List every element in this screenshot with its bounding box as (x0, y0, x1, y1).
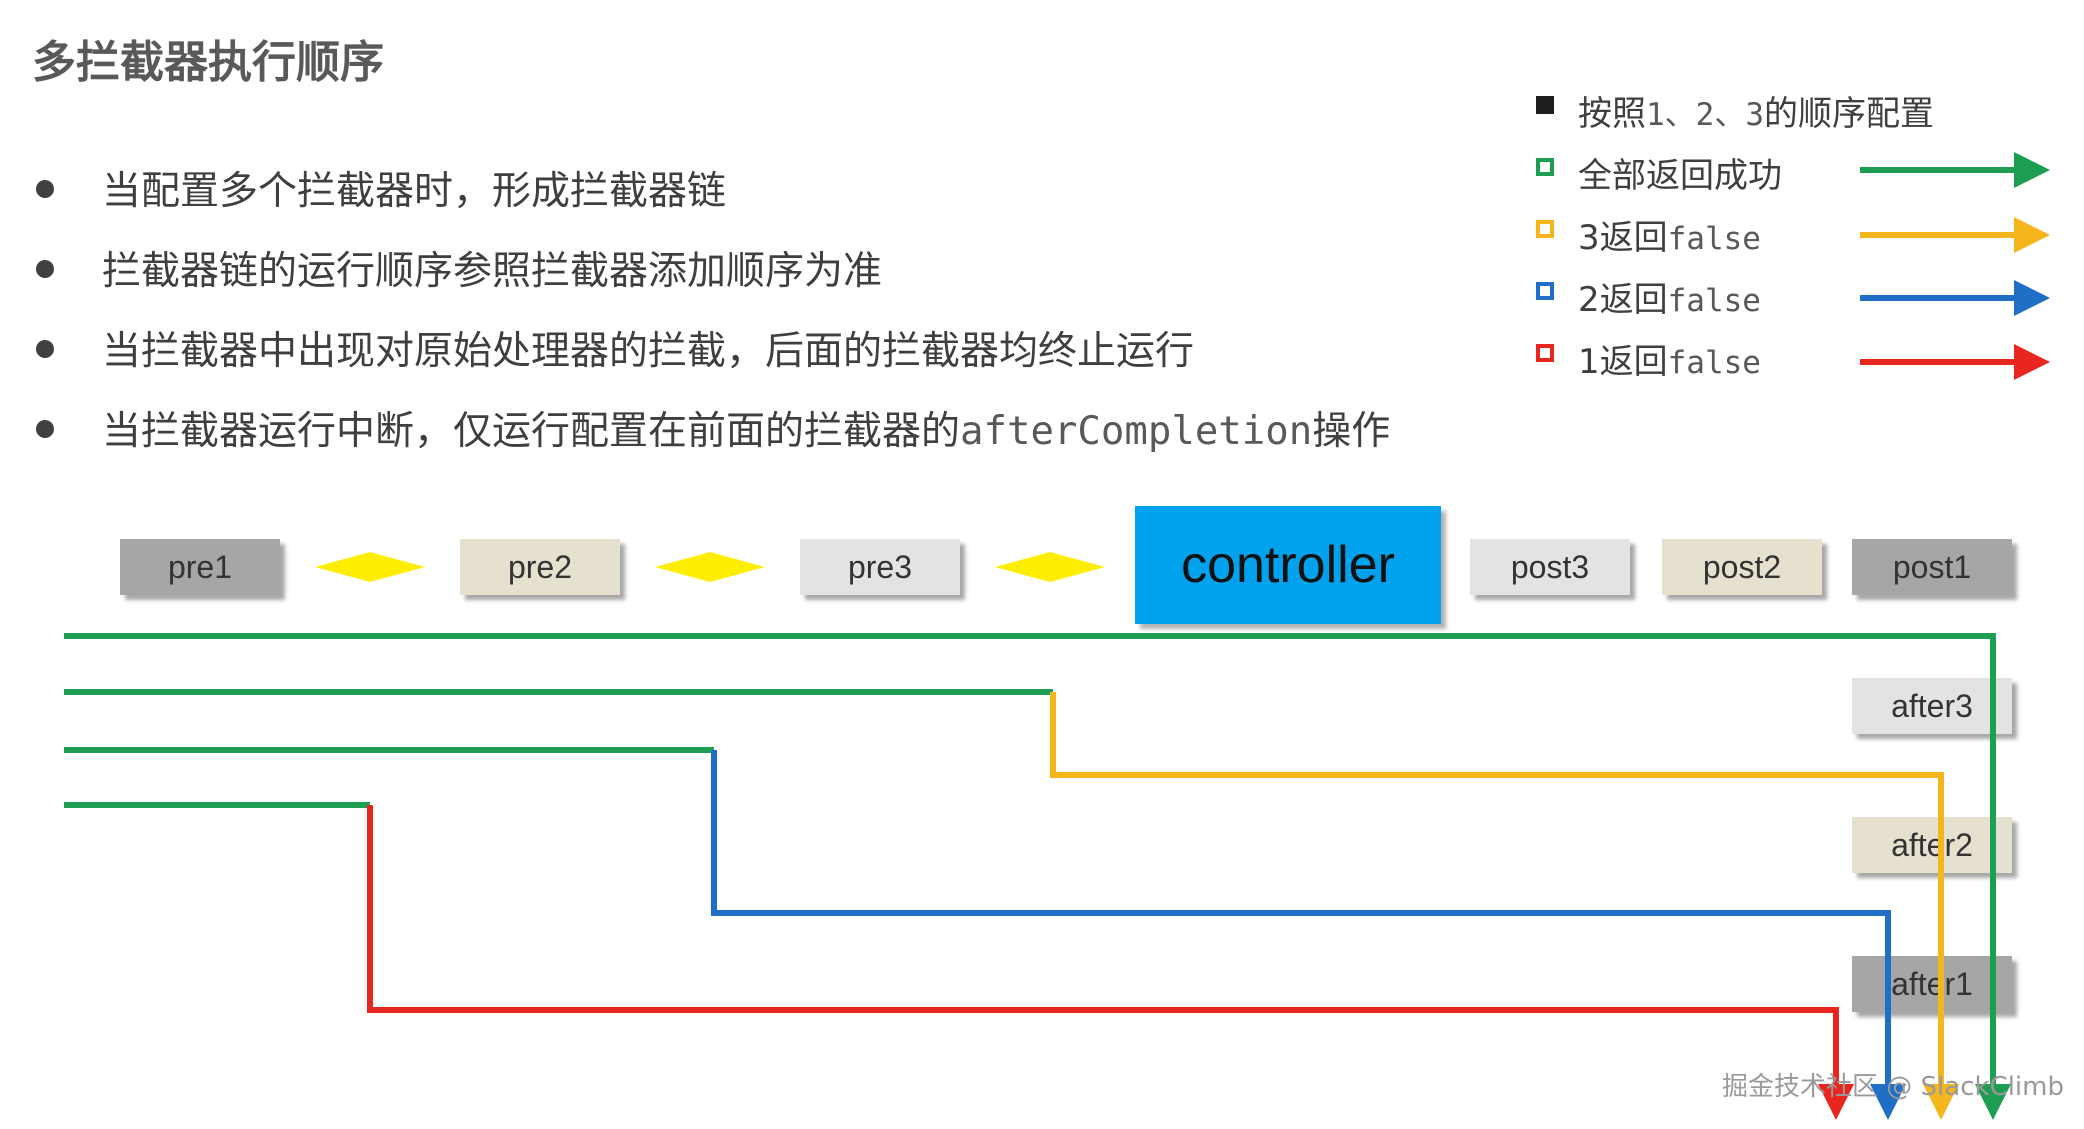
bullet-suffix: 操作 (1312, 409, 1391, 454)
bullet-text: 当配置多个拦截器时，形成拦截器链 (102, 169, 727, 214)
box-pre1: pre1 (120, 539, 280, 595)
box-controller: controller (1135, 506, 1441, 624)
box-after3: after3 (1852, 678, 2012, 734)
legend-header-prefix: 按照 (1578, 94, 1646, 134)
legend-header-code: 1、2、3 (1646, 97, 1764, 133)
flow-pre2-false (711, 750, 1906, 1120)
bullet-text: 拦截器链的运行顺序参照拦截器添加顺序为准 (102, 249, 883, 294)
bullet-dot-icon (36, 260, 54, 278)
box-post2: post2 (1662, 539, 1822, 595)
legend-item-code: false (1667, 283, 1761, 319)
red-square-icon (1536, 344, 1554, 362)
box-pre3: pre3 (800, 539, 960, 595)
flow-pre1-false (367, 805, 1854, 1120)
box-after1: after1 (1852, 956, 2012, 1012)
box-post3: post3 (1470, 539, 1630, 595)
green-square-icon (1536, 158, 1554, 176)
bullet-text: 当拦截器中出现对原始处理器的拦截，后面的拦截器均终止运行 (102, 329, 1195, 374)
box-post1: post1 (1852, 539, 2012, 595)
legend-item-label: 2返回 (1578, 280, 1668, 320)
legend-item-label: 1返回 (1578, 342, 1668, 382)
box-after2: after2 (1852, 817, 2012, 873)
yellow-square-icon (1536, 220, 1554, 238)
diamond-connector-icon (995, 552, 1105, 582)
legend-item-code: false (1667, 221, 1761, 257)
legend-header-suffix: 的顺序配置 (1764, 94, 1934, 134)
watermark: 掘金技术社区 @ SlackClimb (1722, 1072, 2064, 1102)
flow-pre3-false (1050, 692, 1959, 1120)
legend-item-code: false (1667, 345, 1761, 381)
diamond-connector-icon (315, 552, 425, 582)
bullet-text: 当拦截器运行中断，仅运行配置在前面的拦截器的 (102, 409, 961, 454)
bullet-code: afterCompletion (960, 409, 1313, 454)
page-title: 多拦截器执行顺序 (32, 37, 384, 88)
legend-item-label: 3返回 (1578, 218, 1668, 258)
bullet-dot-icon (36, 420, 54, 438)
diamond-connector-icon (655, 552, 765, 582)
blue-square-icon (1536, 282, 1554, 300)
flow-all-success (64, 633, 2011, 1120)
bullet-dot-icon (36, 180, 54, 198)
bullet-dot-icon (36, 340, 54, 358)
legend-item-label: 全部返回成功 (1578, 156, 1782, 196)
box-pre2: pre2 (460, 539, 620, 595)
filled-square-icon (1536, 96, 1554, 114)
